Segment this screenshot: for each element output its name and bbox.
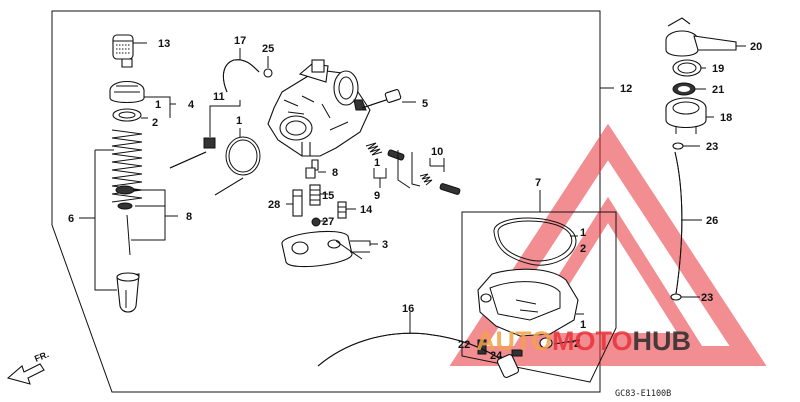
callout-1: 1 [236, 115, 242, 127]
callout-9: 9 [374, 190, 380, 202]
callout-19: 19 [712, 63, 724, 75]
part-23-clip-lower [670, 293, 700, 301]
part-23-clip-upper [672, 142, 700, 150]
callout-16: 16 [402, 303, 414, 315]
callout-23: 23 [701, 292, 713, 304]
callout-18: 18 [720, 112, 732, 124]
part-21-clip [672, 82, 706, 96]
watermark-logo-triangle [449, 123, 767, 366]
watermark-text: AUTOMOTOHUB [476, 326, 691, 356]
callout-11: 11 [213, 91, 225, 103]
callout-8: 8 [186, 211, 192, 223]
watermark-auto: AUTO [476, 326, 552, 356]
callout-17: 17 [234, 35, 246, 47]
callout-2: 2 [152, 117, 158, 129]
part-14-screw [337, 201, 356, 219]
front-direction-arrow: FR. [6, 349, 50, 385]
watermark-moto: MOTO [552, 326, 633, 356]
callout-12: 12 [620, 83, 632, 95]
bracket-9-10 [397, 150, 411, 189]
bracket-10 [411, 152, 421, 187]
part-28-jet [286, 189, 303, 217]
callout-8: 8 [332, 167, 338, 179]
callout-6: 6 [68, 213, 74, 225]
callout-28: 28 [268, 199, 280, 211]
svg-text:AUTOMOTOHUB: AUTOMOTOHUB [476, 326, 691, 356]
callout-4: 4 [188, 99, 195, 111]
callout-26: 26 [706, 215, 718, 227]
callout-13: 13 [158, 38, 170, 50]
callout-1: 1 [580, 227, 586, 239]
part-18-starter-valve [665, 97, 714, 134]
callout-1: 1 [374, 157, 380, 169]
part-16-drain-tube [317, 312, 520, 379]
callout-2: 2 [574, 338, 580, 350]
part-13-cap [112, 34, 147, 60]
part-1-bowl-gasket [493, 217, 578, 266]
callout-23: 23 [706, 141, 718, 153]
part-top-cap-assembly [109, 58, 156, 104]
callout-7: 7 [535, 177, 541, 189]
part-5-screw [361, 89, 416, 109]
callout-21: 21 [712, 84, 724, 96]
part-needle-clip [115, 185, 135, 256]
callout-22: 22 [458, 339, 470, 351]
diagram-frame [51, 10, 601, 393]
part-10-spring-screw [419, 158, 461, 195]
part-26-fuel-tube [674, 151, 702, 295]
callout-10: 10 [431, 146, 443, 158]
leader-1-4 [144, 96, 176, 118]
leader-8-left [131, 189, 178, 241]
callout-1: 1 [580, 319, 586, 331]
part-25-clip [263, 56, 273, 78]
part-float-bowl [477, 268, 584, 337]
callout-2: 2 [580, 243, 586, 255]
part-17-vent-tube [222, 48, 260, 93]
leader-6 [79, 149, 117, 291]
part-3-float [281, 230, 378, 268]
part-15-jet [309, 184, 328, 206]
diagram-code: GC83-E1100B [615, 389, 671, 399]
inner-frame [461, 211, 617, 383]
part-screw-left [169, 151, 244, 196]
part-9-spring-screw [365, 142, 405, 188]
part-throttle-slide [116, 272, 140, 313]
part-carburetor-body [267, 59, 371, 171]
part-27-clip [311, 217, 328, 227]
callout-24: 24 [490, 350, 503, 362]
part-1-oring-upper [225, 128, 261, 176]
watermark-hub: HUB [633, 326, 692, 356]
callout-27: 27 [322, 216, 334, 228]
callout-20: 20 [750, 41, 762, 53]
part-11-gasket-plate [203, 100, 241, 149]
direction-label: FR. [33, 349, 50, 364]
callout-1: 1 [155, 99, 161, 111]
part-bowl-bolts [477, 337, 581, 357]
part-19-seal [672, 59, 706, 77]
callout-3: 3 [382, 239, 388, 251]
part-20-choke-lever [665, 17, 746, 57]
callout-5: 5 [422, 98, 428, 110]
part-2-washer [112, 108, 148, 122]
part-8-jet [305, 167, 326, 179]
callout-14: 14 [360, 204, 373, 216]
callout-labels: 13 1 4 2 6 8 17 25 11 1 5 12 8 1 9 10 15… [68, 35, 762, 362]
callout-15: 15 [322, 190, 334, 202]
callout-25: 25 [262, 43, 274, 55]
